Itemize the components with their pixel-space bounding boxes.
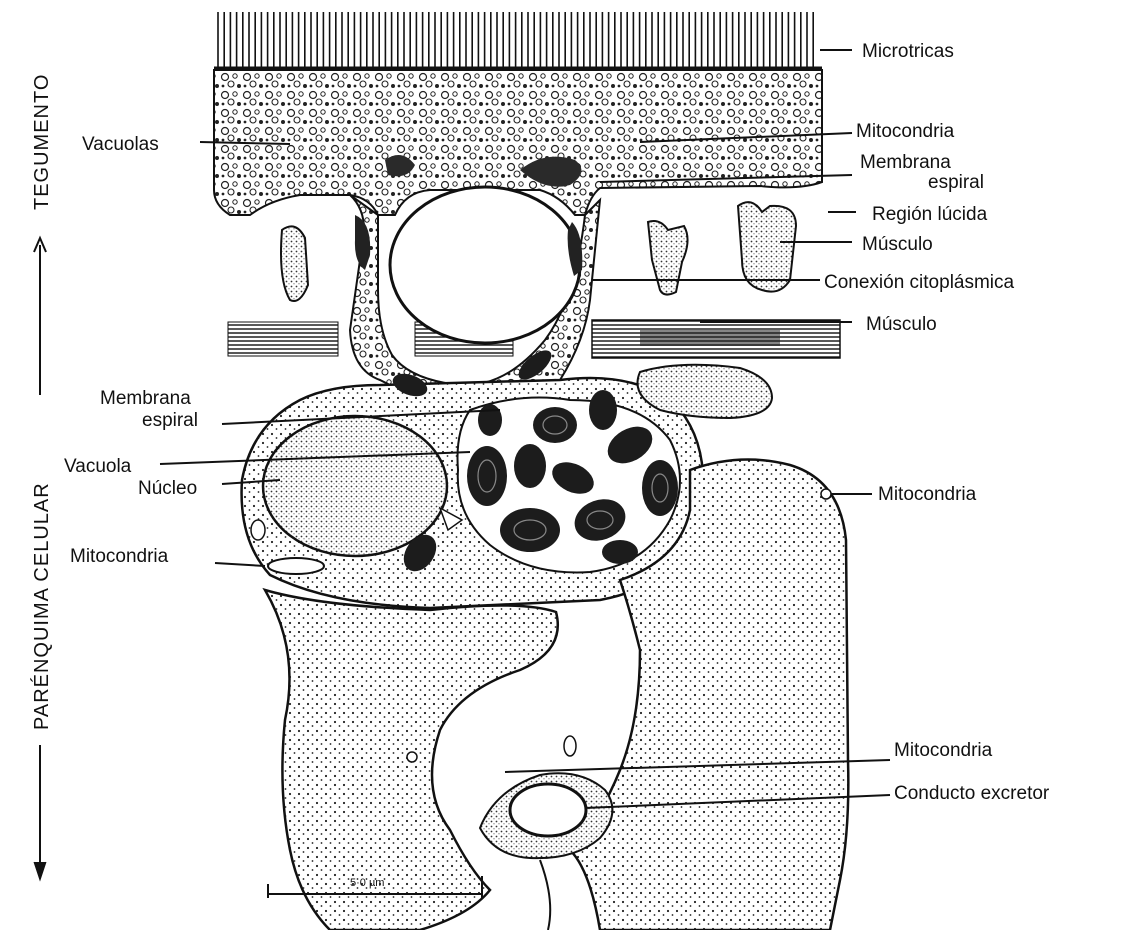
muscle-fiber-right <box>738 202 796 291</box>
label-conducto: Conducto excretor <box>894 783 1050 804</box>
excretory-duct-lumen <box>510 784 586 836</box>
duct-extension-line <box>540 860 550 930</box>
label-membrana-2a: Membrana <box>100 388 191 409</box>
microtriches-layer <box>218 12 813 68</box>
cell-mitochondrion <box>268 558 324 574</box>
label-vacuolas: Vacuolas <box>82 134 159 155</box>
nucleus <box>263 416 447 556</box>
label-mitocondria-4: Mitocondria <box>894 740 993 761</box>
scale-bar-label: 5·0 µm <box>350 877 384 889</box>
label-mitocondria-2: Mitocondria <box>70 546 169 567</box>
muscle-band-left <box>228 322 338 356</box>
cell-vesicle <box>251 520 265 540</box>
right-cell-mitochondrion <box>821 489 831 499</box>
label-region-lucida: Región lúcida <box>872 204 988 225</box>
duct-vesicle <box>564 736 576 756</box>
label-musculo-2: Músculo <box>866 314 937 335</box>
side-arrow-lower <box>34 745 46 880</box>
left-cell-vesicle <box>407 752 417 762</box>
side-arrow-upper <box>34 238 46 395</box>
label-mitocondria-1: Mitocondria <box>856 121 955 142</box>
muscle-band-dark <box>640 330 780 346</box>
label-musculo-1: Músculo <box>862 234 933 255</box>
connection-lumen <box>390 187 580 343</box>
label-vacuola: Vacuola <box>64 456 132 477</box>
label-membrana-2b: espiral <box>142 410 198 431</box>
label-membrana-1b: espiral <box>928 172 984 193</box>
label-mitocondria-3: Mitocondria <box>878 484 977 505</box>
muscle-fiber-left <box>281 226 308 301</box>
side-label-parenquima: PARÉNQUIMA CELULAR <box>30 482 53 730</box>
label-microtricas: Microtricas <box>862 41 954 62</box>
label-nucleo: Núcleo <box>138 478 197 499</box>
side-label-tegumento: TEGUMENTO <box>31 74 53 210</box>
muscle-fiber-mid <box>648 221 688 295</box>
label-membrana-1a: Membrana <box>860 152 951 173</box>
label-conexion: Conexión citoplásmica <box>824 272 1015 293</box>
